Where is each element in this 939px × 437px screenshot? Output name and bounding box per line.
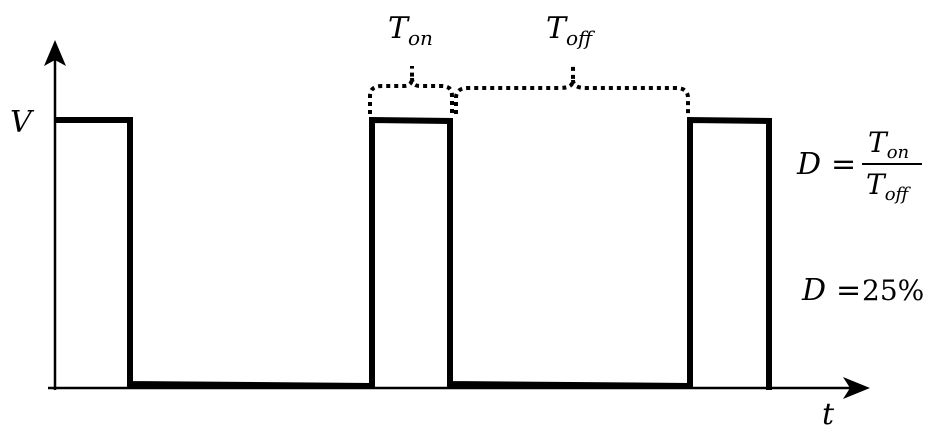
t-on-brace xyxy=(368,66,454,114)
t-on-label-sub: on xyxy=(408,26,433,50)
t-on-label: Ton xyxy=(388,11,433,50)
duty-formula-denominator: Toff xyxy=(866,168,912,205)
x-axis-arrowhead xyxy=(843,377,870,399)
denominator-sub: off xyxy=(885,184,912,205)
duty-value: 25% xyxy=(862,274,924,307)
t-off-label: Toff xyxy=(546,11,596,50)
y-axis-arrowhead xyxy=(44,40,66,66)
t-on-label-base: T xyxy=(388,11,410,46)
numerator-base: T xyxy=(868,126,889,159)
numerator-sub: on xyxy=(887,142,909,163)
x-axis-label: t xyxy=(822,397,835,432)
t-off-label-base: T xyxy=(546,11,568,46)
duty-formula-lhs: D xyxy=(796,147,821,182)
duty-formula-equals: = xyxy=(831,147,856,182)
duty-value-lhs: D xyxy=(801,273,826,308)
y-axis-label: V xyxy=(10,105,35,140)
denominator-base: T xyxy=(866,168,887,201)
duty-formula-numerator: Ton xyxy=(868,126,909,163)
t-off-brace xyxy=(454,64,690,114)
duty-value-equals: = xyxy=(836,273,861,308)
t-off-label-sub: off xyxy=(566,26,596,50)
pwm-waveform xyxy=(55,116,772,390)
